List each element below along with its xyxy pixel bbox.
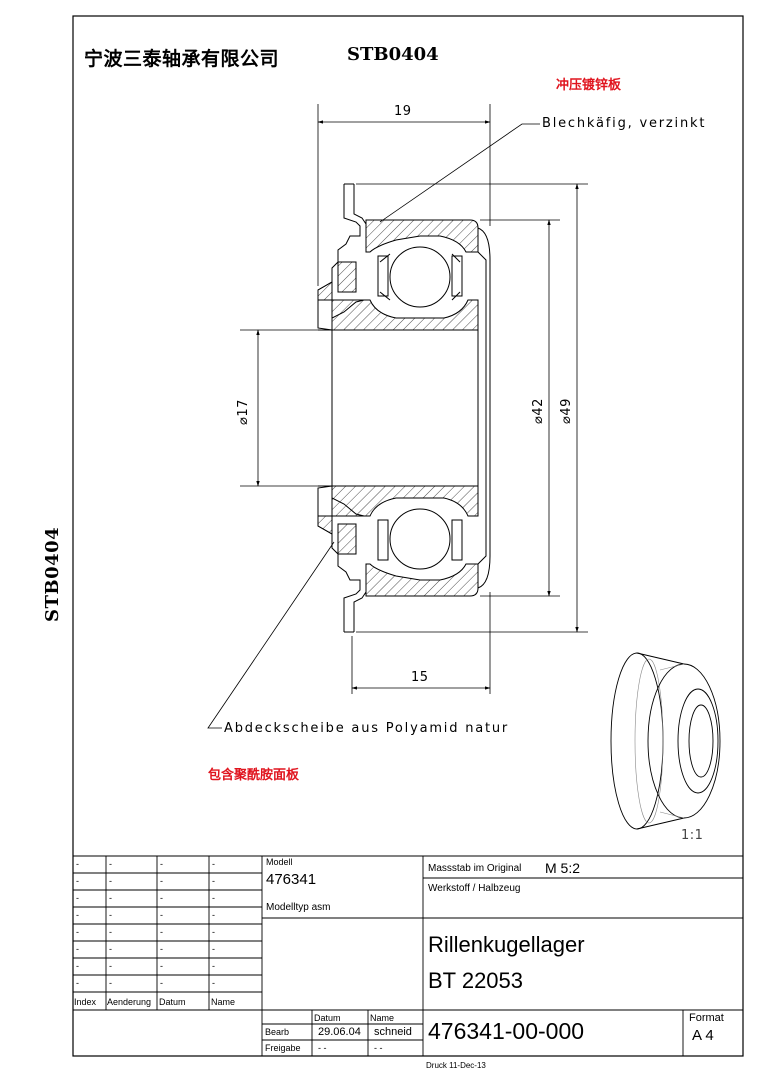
title-block-grid — [73, 855, 743, 1056]
freigabe-name: - - — [374, 1043, 383, 1053]
rev-cell: - — [109, 944, 112, 954]
rev-cell: - — [160, 859, 163, 869]
part-name: Rillenkugellager — [428, 932, 585, 957]
rev-cell: - — [76, 859, 79, 869]
cage-note: Blechkäfig, verzinkt — [542, 116, 707, 131]
shield-note: Abdeckscheibe aus Polyamid natur — [224, 721, 510, 736]
iso-scale-label: 1:1 — [681, 828, 704, 843]
company-name: 宁波三泰轴承有限公司 — [84, 48, 280, 70]
freigabe-date: - - — [318, 1043, 327, 1053]
rev-header-name: Name — [211, 997, 236, 1007]
rev-cell: - — [76, 910, 79, 920]
rev-cell: - — [76, 893, 79, 903]
model-type: Modelltyp asm — [266, 902, 331, 913]
print-note: Druck 11-Dec-13 — [426, 1061, 486, 1070]
side-code: STB0404 — [42, 526, 63, 622]
col-date-header: Datum — [314, 1013, 341, 1023]
dim-ring-width-label: 15 — [411, 670, 429, 685]
rev-cell: - — [76, 978, 79, 988]
rev-header-index: Index — [74, 997, 97, 1007]
ball-upper — [389, 246, 451, 308]
row-bearb: Bearb — [265, 1027, 290, 1037]
rev-header-date: Datum — [159, 997, 186, 1007]
iso-view — [610, 652, 721, 830]
rev-cell: - — [109, 910, 112, 920]
model-label: Modell — [266, 857, 293, 867]
finish-note: 冲压镀锌板 — [556, 78, 622, 93]
rev-cell: - — [76, 876, 79, 886]
format-label: Format — [689, 1012, 724, 1024]
rev-cell: - — [76, 927, 79, 937]
rev-cell: - — [212, 859, 215, 869]
bearb-name: schneid — [374, 1026, 412, 1038]
bearb-date: 29.06.04 — [318, 1026, 361, 1038]
drawing-number: 476341-00-000 — [428, 1018, 585, 1044]
material-label: Werkstoff / Halbzeug — [428, 883, 521, 894]
part-code: BT 22053 — [428, 968, 524, 993]
rev-cell: - — [212, 978, 215, 988]
rev-header-change: Aenderung — [107, 997, 152, 1007]
right-shield — [477, 227, 491, 589]
rev-cell: - — [109, 859, 112, 869]
rev-cell: - — [109, 876, 112, 886]
rev-cell: - — [212, 876, 215, 886]
dimensions — [207, 104, 588, 729]
bearing-section — [317, 183, 491, 633]
dim-flange-label: ⌀49 — [559, 398, 574, 424]
sheet-frame — [72, 15, 744, 1057]
rev-cell: - — [109, 978, 112, 988]
rev-cell: - — [160, 893, 163, 903]
format-value: A 4 — [692, 1027, 714, 1044]
rev-cell: - — [212, 910, 215, 920]
outer-ring-upper — [365, 219, 479, 253]
dim-bore-label: ⌀17 — [236, 399, 251, 425]
rev-cell: - — [160, 876, 163, 886]
rev-cell: - — [109, 927, 112, 937]
rev-cell: - — [160, 961, 163, 971]
rev-cell: - — [76, 961, 79, 971]
dim-width-label: 19 — [394, 104, 412, 119]
inner-ring-lower — [331, 485, 479, 517]
drawing-code: STB0404 — [347, 44, 439, 65]
shield-note-cn: 包含聚酰胺面板 — [208, 768, 300, 783]
rev-cell: - — [109, 893, 112, 903]
outer-ring-lower — [365, 563, 479, 597]
row-freigabe: Freigabe — [265, 1043, 301, 1053]
scale-label: Massstab im Original — [428, 863, 522, 874]
scale-value: M 5:2 — [545, 860, 581, 876]
rev-cell: - — [212, 927, 215, 937]
rev-cell: - — [212, 944, 215, 954]
rev-cell: - — [160, 944, 163, 954]
inner-ring-upper — [331, 299, 479, 331]
rev-cell: - — [109, 961, 112, 971]
model-value: 476341 — [266, 871, 317, 888]
rev-cell: - — [212, 893, 215, 903]
rev-cell: - — [160, 927, 163, 937]
rev-cell: - — [160, 978, 163, 988]
rev-cell: - — [160, 910, 163, 920]
ball-lower — [389, 508, 451, 570]
rev-cell: - — [76, 944, 79, 954]
rev-cell: - — [212, 961, 215, 971]
col-name-header: Name — [370, 1013, 395, 1023]
dim-outer-label: ⌀42 — [531, 398, 546, 424]
